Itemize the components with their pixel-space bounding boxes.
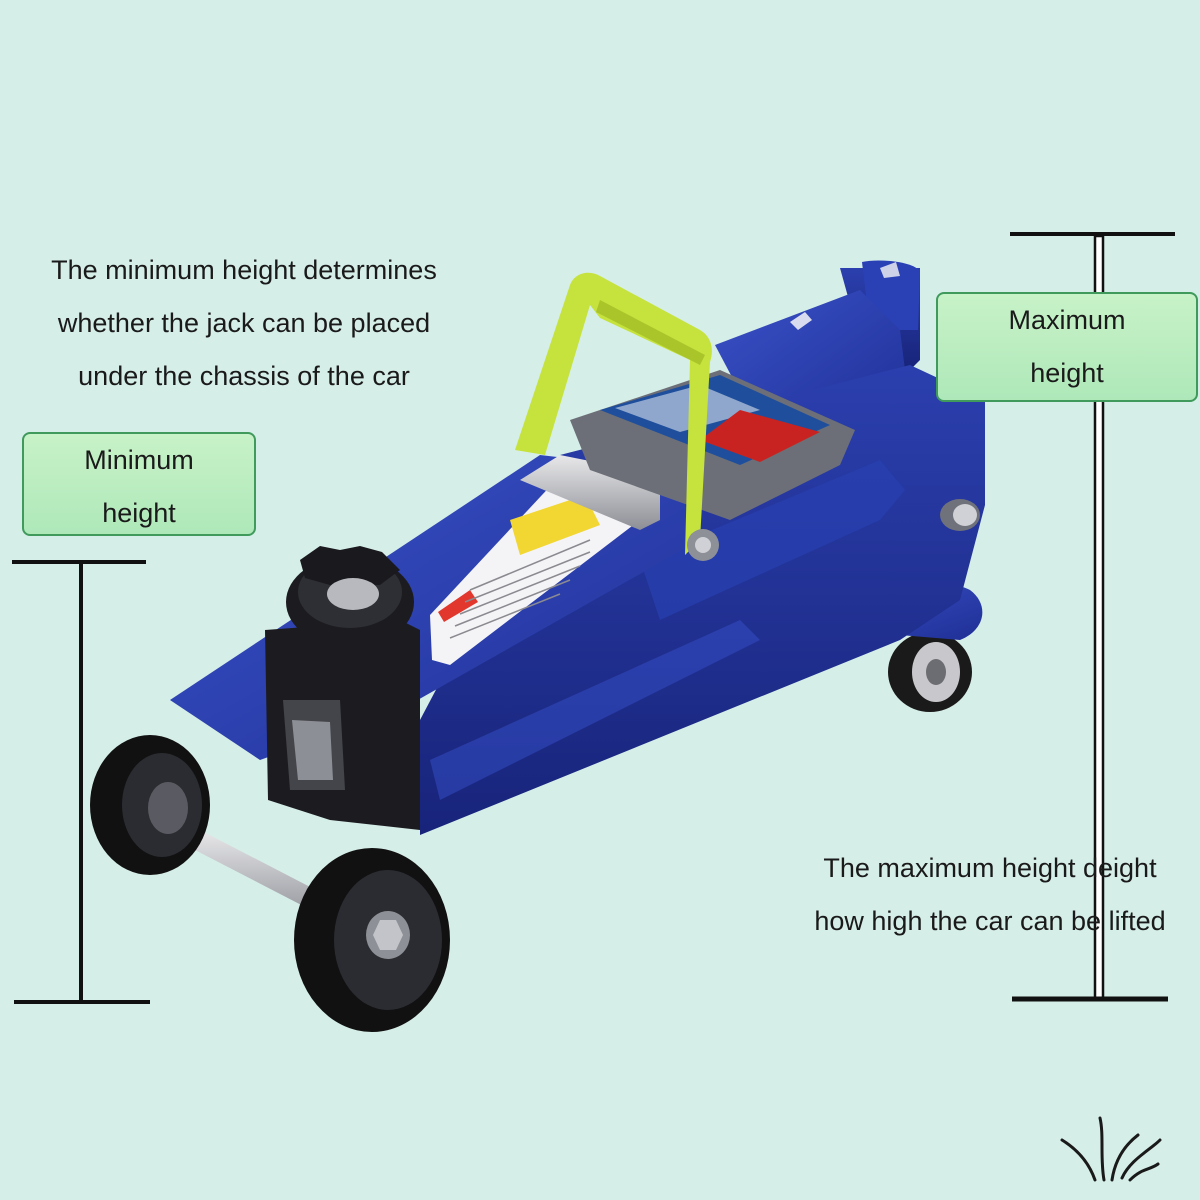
- floor-jack: [90, 260, 985, 1032]
- tag-line: height: [1030, 358, 1104, 388]
- caption-line: under the chassis of the car: [78, 361, 410, 391]
- max-height-description: The maximum height deight how high the c…: [780, 842, 1200, 948]
- caption-line: whether the jack can be placed: [57, 308, 431, 338]
- front-left-wheel: [90, 735, 210, 875]
- caption-line: how high the car can be lifted: [814, 906, 1166, 936]
- handle: [515, 272, 719, 561]
- min-height-description: The minimum height determines whether th…: [14, 244, 474, 403]
- min-height-marker: [12, 560, 150, 1004]
- tag-line: height: [102, 498, 176, 528]
- caption-line: The minimum height determines: [51, 255, 437, 285]
- rear-caster-wheel: [888, 632, 972, 712]
- tag-line: Maximum: [1008, 305, 1126, 335]
- saddle: [286, 546, 414, 648]
- minimum-height-label: Minimum height: [22, 432, 256, 536]
- maximum-height-label: Maximum height: [936, 292, 1198, 402]
- front-right-wheel: [294, 848, 450, 1032]
- grass-tuft-icon: [1060, 1116, 1162, 1182]
- tag-line: Minimum: [84, 445, 194, 475]
- max-height-marker: [1010, 232, 1175, 1002]
- caption-line: The maximum height deight: [823, 853, 1157, 883]
